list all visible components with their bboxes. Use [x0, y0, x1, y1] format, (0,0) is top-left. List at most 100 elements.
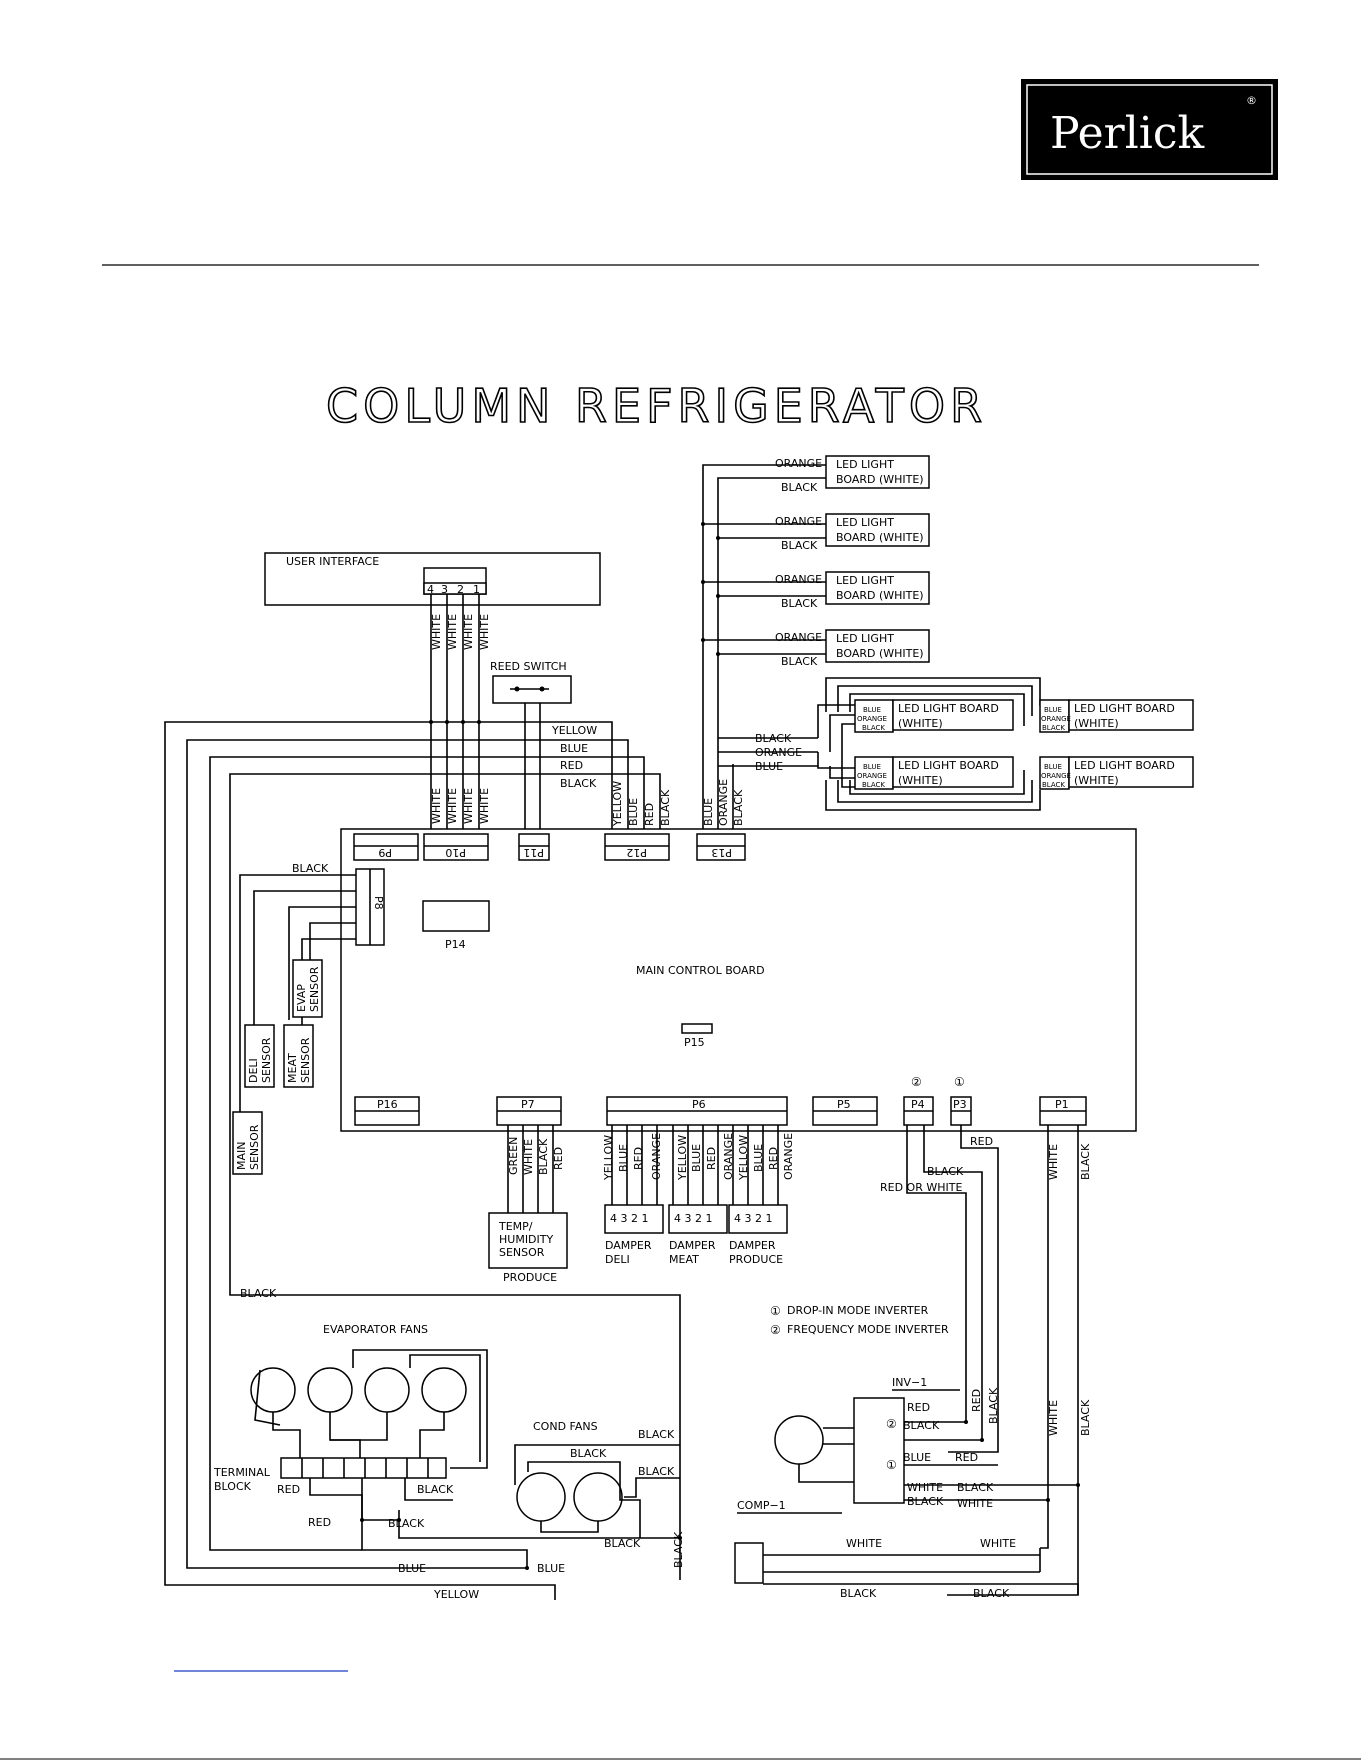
svg-text:BLACK: BLACK	[659, 789, 672, 826]
led-board-2: LED LIGHT BOARD (WHITE) ORANGE BLACK	[775, 513, 930, 552]
svg-text:HUMIDITY: HUMIDITY	[499, 1233, 553, 1246]
svg-text:ORANGE: ORANGE	[782, 1133, 795, 1180]
svg-text:MEAT: MEAT	[669, 1253, 699, 1266]
connector-p9: P9	[353, 833, 419, 861]
svg-text:TEMP/: TEMP/	[498, 1220, 533, 1233]
connector-p8: P8	[355, 868, 385, 946]
led-board-8: BLUE ORANGE BLACK LED LIGHT BOARD (WHITE…	[1039, 756, 1194, 790]
cond-fans-label: COND FANS	[533, 1420, 598, 1433]
svg-text:BLUE: BLUE	[863, 763, 881, 771]
svg-text:BLACK: BLACK	[862, 781, 885, 789]
svg-text:P16: P16	[377, 1098, 398, 1111]
svg-text:RED: RED	[907, 1401, 930, 1414]
svg-text:(WHITE): (WHITE)	[898, 717, 943, 730]
svg-text:BLACK: BLACK	[957, 1481, 994, 1494]
svg-text:YELLOW: YELLOW	[737, 1135, 750, 1181]
svg-text:GREEN: GREEN	[507, 1137, 520, 1175]
svg-text:BLUE: BLUE	[398, 1562, 426, 1575]
svg-text:WHITE: WHITE	[957, 1497, 993, 1510]
ui-connector-pins	[423, 582, 487, 595]
svg-text:BLACK: BLACK	[781, 597, 818, 610]
svg-text:INV−1: INV−1	[892, 1376, 927, 1389]
terminal-block: TERMINAL BLOCK RED BLACK RED BLACK	[213, 1457, 454, 1530]
svg-text:ORANGE: ORANGE	[857, 715, 887, 723]
svg-text:(WHITE): (WHITE)	[1074, 717, 1119, 730]
svg-text:WHITE: WHITE	[1047, 1400, 1060, 1436]
svg-text:LED LIGHT: LED LIGHT	[836, 516, 894, 529]
led-board-6: BLUE ORANGE BLACK LED LIGHT BOARD (WHITE…	[854, 756, 1014, 790]
svg-text:BOARD (WHITE): BOARD (WHITE)	[836, 531, 924, 544]
svg-text:BLACK: BLACK	[732, 789, 745, 826]
svg-text:BLOCK: BLOCK	[214, 1480, 252, 1493]
svg-text:YELLOW: YELLOW	[602, 1135, 615, 1181]
svg-text:BLACK: BLACK	[1079, 1399, 1092, 1436]
svg-text:BLACK: BLACK	[638, 1428, 675, 1441]
svg-text:RED: RED	[705, 1147, 718, 1170]
p7-wires: GREEN WHITE BLACK RED	[507, 1125, 565, 1213]
svg-text:BOARD (WHITE): BOARD (WHITE)	[836, 473, 924, 486]
svg-text:BLACK: BLACK	[537, 1138, 550, 1175]
svg-text:BLACK: BLACK	[240, 1287, 277, 1300]
svg-text:LED LIGHT BOARD: LED LIGHT BOARD	[1074, 702, 1175, 715]
svg-text:WHITE: WHITE	[907, 1481, 943, 1494]
svg-text:YELLOW: YELLOW	[433, 1588, 479, 1601]
registered-mark: ®	[1246, 94, 1257, 107]
svg-text:BLACK: BLACK	[927, 1165, 964, 1178]
svg-text:BLACK: BLACK	[672, 1531, 685, 1568]
svg-text:LED LIGHT BOARD: LED LIGHT BOARD	[898, 759, 999, 772]
svg-text:PRODUCE: PRODUCE	[503, 1271, 557, 1284]
led-board-3: LED LIGHT BOARD (WHITE) ORANGE BLACK	[775, 571, 930, 610]
sensor-bus-wires	[164, 721, 681, 1600]
svg-text:BLACK: BLACK	[862, 724, 885, 732]
svg-text:BLUE: BLUE	[537, 1562, 565, 1575]
svg-text:WHITE: WHITE	[980, 1537, 1016, 1550]
svg-text:ORANGE: ORANGE	[775, 515, 822, 528]
svg-text:BLUE: BLUE	[1044, 706, 1062, 714]
svg-text:BOARD (WHITE): BOARD (WHITE)	[836, 647, 924, 660]
svg-text:WHITE: WHITE	[478, 788, 491, 824]
svg-text:BLUE: BLUE	[863, 706, 881, 714]
evaporator-fans	[250, 1349, 488, 1469]
svg-text:BLACK: BLACK	[1042, 781, 1065, 789]
svg-text:WHITE: WHITE	[462, 614, 475, 650]
ui-wire-labels: WHITE WHITE WHITE WHITE WHITE WHITE WHIT…	[430, 614, 491, 824]
svg-text:SENSOR: SENSOR	[260, 1037, 273, 1083]
svg-text:BLACK: BLACK	[781, 481, 818, 494]
led-lower-wires	[718, 677, 1041, 811]
fan-black-return	[398, 1520, 680, 1539]
svg-text:BLACK: BLACK	[560, 777, 597, 790]
svg-text:BLUE: BLUE	[560, 742, 588, 755]
svg-text:REED SWITCH: REED SWITCH	[490, 660, 567, 673]
svg-text:1: 1	[473, 583, 480, 596]
deli-sensor: DELI SENSOR	[244, 1024, 275, 1088]
damper-produce: 4 3 2 1 DAMPER PRODUCE	[728, 1204, 788, 1266]
svg-text:①: ①	[770, 1304, 781, 1318]
fan-red-return	[361, 1520, 528, 1568]
inverter-wires	[906, 1125, 1079, 1596]
svg-text:P7: P7	[521, 1098, 535, 1111]
svg-text:MAIN: MAIN	[235, 1142, 248, 1171]
led-board-4: LED LIGHT BOARD (WHITE) ORANGE BLACK	[775, 629, 930, 668]
svg-text:P8: P8	[372, 896, 385, 910]
svg-text:SENSOR: SENSOR	[299, 1037, 312, 1083]
connector-p15	[681, 1023, 713, 1034]
svg-text:(WHITE): (WHITE)	[1074, 774, 1119, 787]
led-board-5: BLUE ORANGE BLACK LED LIGHT BOARD (WHITE…	[854, 699, 1014, 733]
damper-deli: 4 3 2 1 DAMPER DELI	[604, 1204, 664, 1266]
svg-text:BLACK: BLACK	[781, 655, 818, 668]
svg-text:WHITE: WHITE	[846, 1537, 882, 1550]
svg-text:PRODUCE: PRODUCE	[729, 1253, 783, 1266]
svg-text:BLUE: BLUE	[903, 1451, 931, 1464]
svg-text:LED LIGHT: LED LIGHT	[836, 632, 894, 645]
p8-wires: BLACK	[239, 862, 356, 1112]
svg-text:ORANGE: ORANGE	[775, 631, 822, 644]
svg-text:BLACK: BLACK	[417, 1483, 454, 1496]
ui-p10-wires	[430, 594, 480, 832]
svg-text:BLACK: BLACK	[907, 1495, 944, 1508]
svg-text:SENSOR: SENSOR	[308, 966, 321, 1012]
user-interface-label: USER INTERFACE	[286, 555, 379, 568]
svg-text:RED: RED	[560, 759, 583, 772]
svg-text:WHITE: WHITE	[1047, 1144, 1060, 1180]
led-wire-labels: BLACK ORANGE BLUE	[755, 732, 802, 773]
connector-p10: P10	[423, 833, 489, 861]
